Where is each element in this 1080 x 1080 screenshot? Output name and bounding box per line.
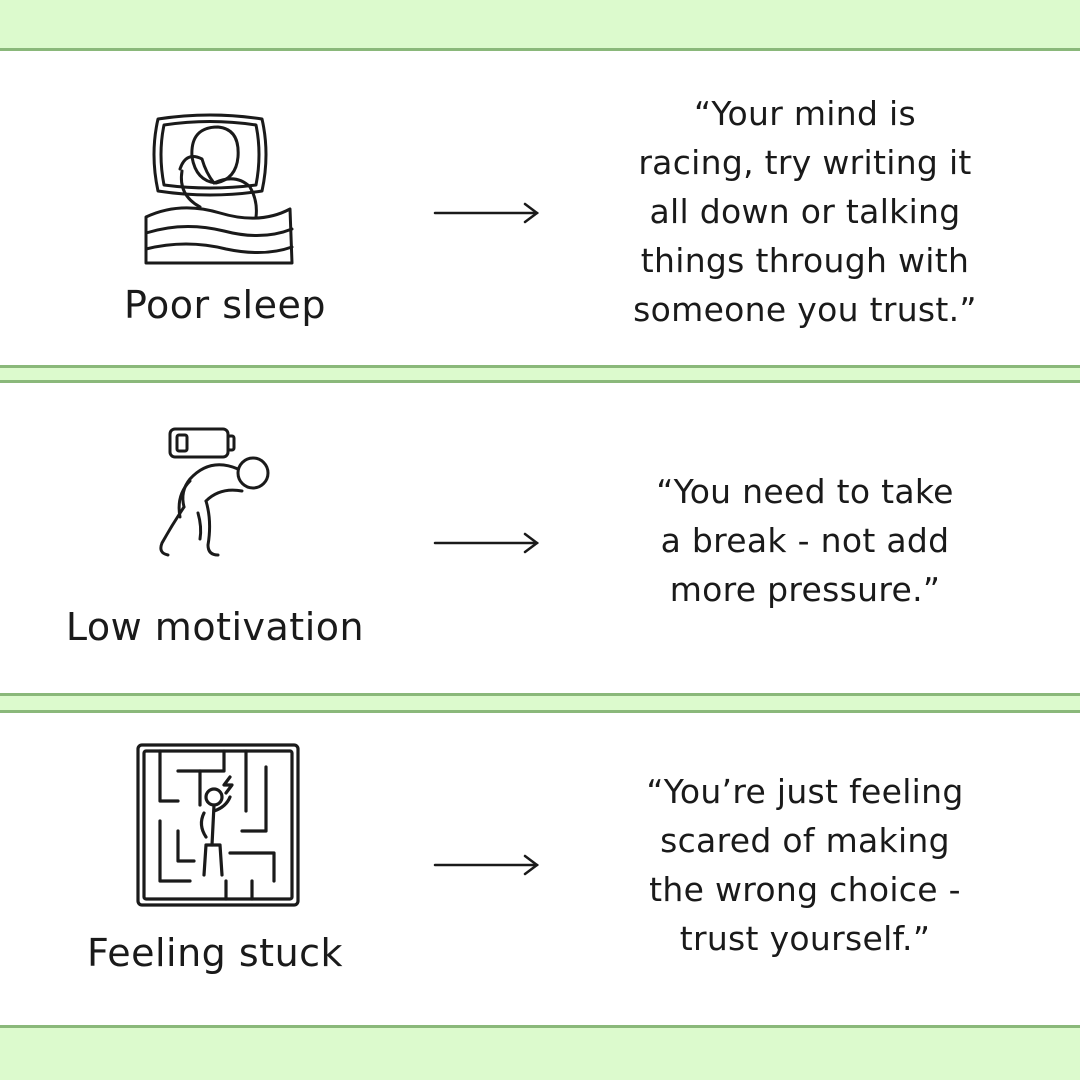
low-motivation-label: Low motivation (65, 605, 365, 649)
poor-sleep-panel: Poor sleep “Your mind is racing, try wri… (0, 48, 1080, 368)
poor-sleep-label: Poor sleep (124, 283, 326, 327)
arrow-right-icon (433, 531, 541, 555)
feeling-stuck-quote: “You’re just feeling scared of making th… (646, 772, 964, 958)
sleeping-person-icon (140, 109, 300, 269)
poor-sleep-quote: “Your mind is racing, try writing it all… (633, 94, 977, 329)
arrow-right-icon (433, 201, 541, 225)
arrow-right-icon (433, 853, 541, 877)
tired-person-low-battery-icon (150, 421, 290, 581)
feeling-stuck-panel: Feeling stuck “You’re just feeling scare… (0, 710, 1080, 1028)
feeling-stuck-label: Feeling stuck (86, 931, 344, 975)
low-motivation-panel: Low motivation “You need to take a break… (0, 380, 1080, 696)
low-motivation-quote: “You need to take a break - not add more… (656, 472, 954, 609)
person-in-maze-icon (134, 741, 302, 909)
